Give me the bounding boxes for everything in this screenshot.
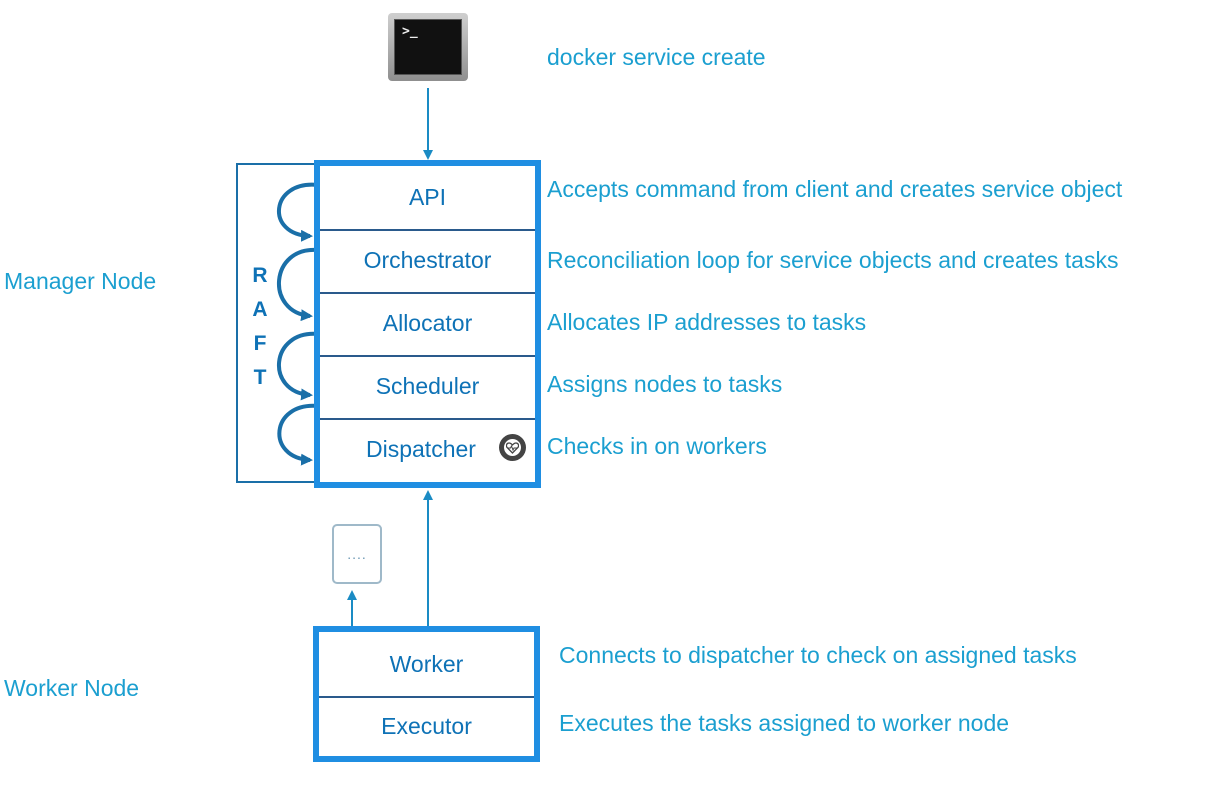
raft-loop-3 [276, 331, 319, 401]
raft-loop-4 [277, 403, 319, 466]
raft-loop-1 [276, 182, 319, 242]
raft-loop-2 [276, 247, 319, 322]
terminal-icon: >_ [388, 13, 468, 81]
heart-pulse-icon [506, 441, 519, 454]
manager-node-label: Manager Node [4, 268, 157, 294]
terminal-prompt: >_ [402, 24, 418, 39]
component-api: API [320, 166, 535, 231]
raft-letter-a: A [252, 298, 268, 321]
allocator-description: Allocates IP addresses to tasks [547, 309, 867, 335]
component-worker-label: Worker [389, 650, 464, 677]
task-box: .... [332, 524, 382, 584]
api-description: Accepts command from client and creates … [547, 176, 1123, 202]
raft-letter-r: R [252, 264, 268, 287]
component-dispatcher-label: Dispatcher [366, 436, 476, 462]
manager-stack: API Orchestrator Allocator Scheduler Dis… [314, 160, 541, 488]
raft-letter-t: T [253, 366, 267, 389]
executor-description: Executes the tasks assigned to worker no… [559, 710, 1010, 736]
worker-stack: Worker Executor [313, 626, 540, 762]
heartbeat-icon [499, 434, 526, 461]
raft-letter-f: F [253, 332, 267, 355]
component-worker: Worker [319, 632, 534, 698]
worker-description: Connects to dispatcher to check on assig… [559, 642, 1077, 668]
orchestrator-description: Reconciliation loop for service objects … [547, 247, 1119, 273]
component-allocator: Allocator [320, 292, 535, 357]
scheduler-description: Assigns nodes to tasks [547, 371, 783, 397]
component-executor-label: Executor [381, 712, 472, 739]
terminal-screen: >_ [394, 19, 462, 75]
worker-node-label: Worker Node [4, 675, 140, 701]
component-orchestrator-label: Orchestrator [363, 247, 492, 273]
component-api-label: API [408, 184, 447, 210]
component-scheduler: Scheduler [320, 355, 535, 420]
component-dispatcher: Dispatcher [320, 418, 535, 481]
command-text: docker service create [547, 44, 766, 70]
heartbeat-icon-inner [504, 439, 521, 456]
component-orchestrator: Orchestrator [320, 229, 535, 294]
raft-bracket [236, 163, 322, 483]
component-executor: Executor [319, 696, 534, 756]
component-scheduler-label: Scheduler [375, 373, 480, 399]
component-allocator-label: Allocator [382, 310, 473, 336]
dispatcher-description: Checks in on workers [547, 433, 767, 459]
